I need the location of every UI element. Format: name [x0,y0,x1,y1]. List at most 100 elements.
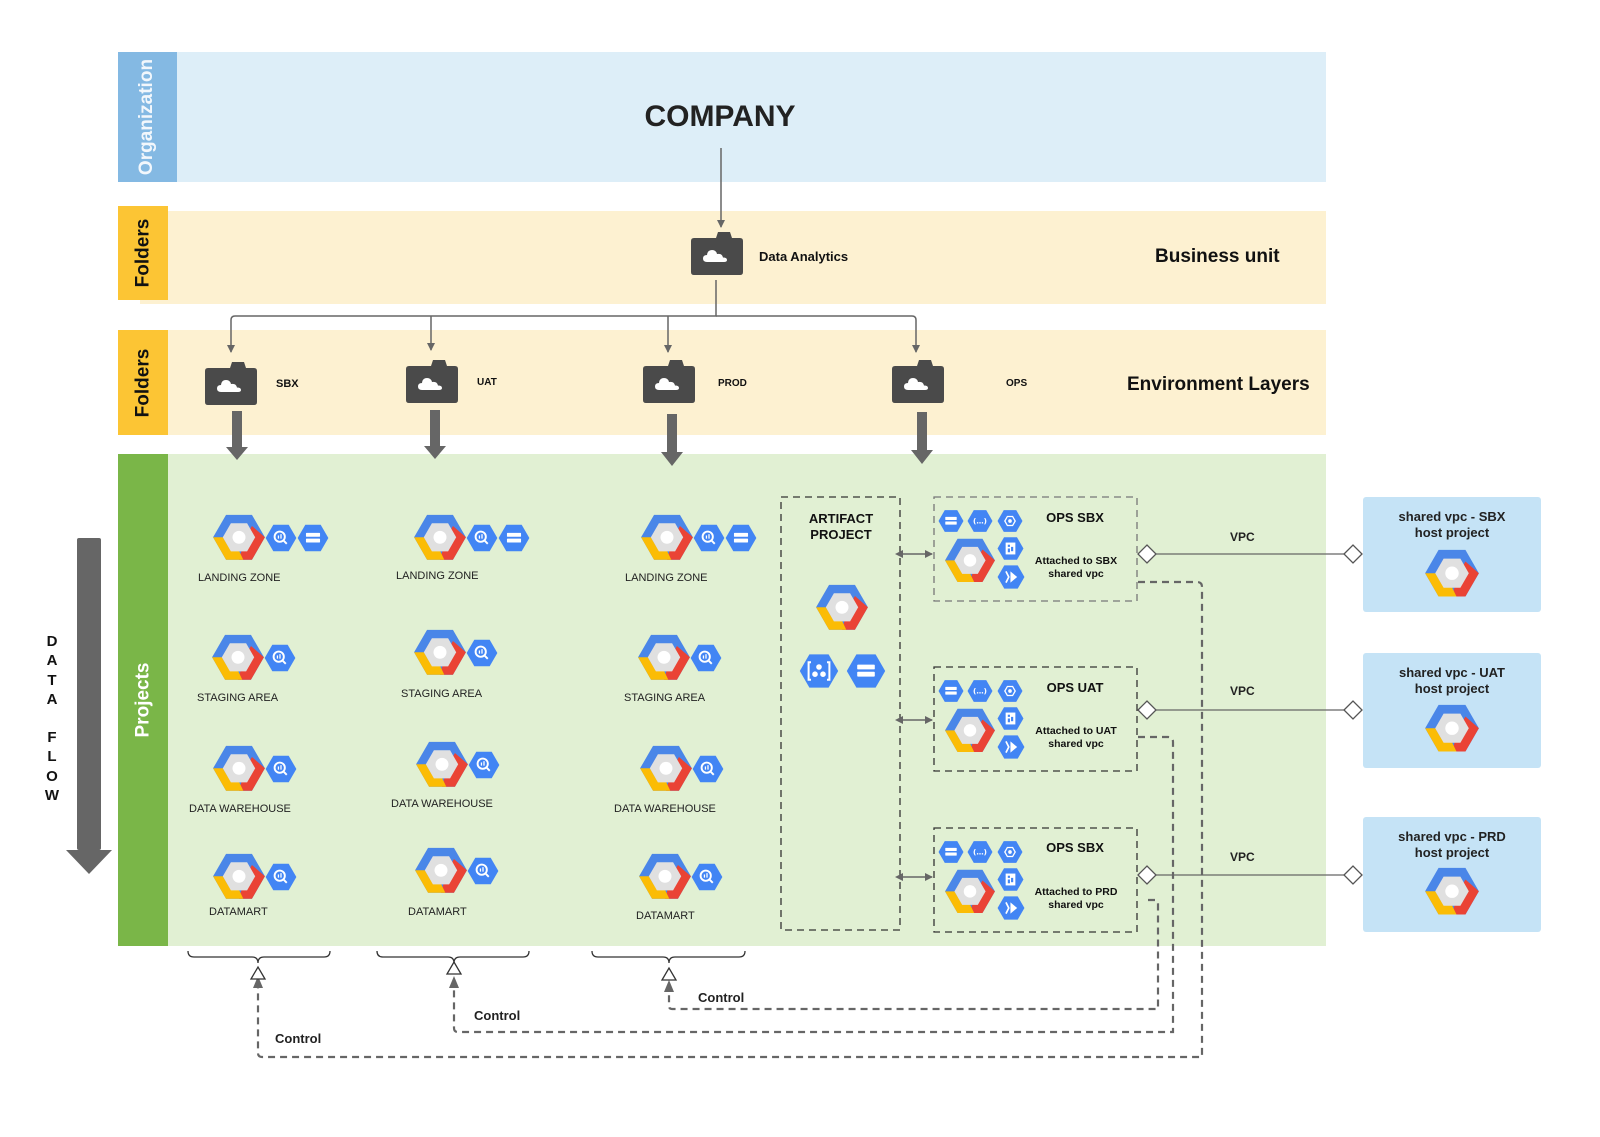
folder-cloud-icon [643,360,695,403]
storage-icon [938,841,964,863]
storage-icon [938,680,964,702]
bu-to-ops-connector [716,315,920,353]
gcp-project-icon [641,514,693,560]
control-label-uat: Control [474,1008,521,1023]
ops-box-2 [933,666,1138,772]
storage-icon [725,524,757,552]
bigquery-icon [265,863,297,891]
data-analytics-label: Data Analytics [759,249,849,264]
project-label: DATA WAREHOUSE [614,803,716,815]
gcp-project-icon [639,853,691,899]
vpc-label-2: VPC [1230,684,1255,698]
folders-layer-label-environment: Folders [118,330,168,435]
gcp-project-icon [1425,867,1479,915]
control-triangles [249,960,678,981]
storage-icon [498,524,530,552]
gcp-project-icon [816,584,868,630]
control-label-prod: Control [698,990,745,1005]
artifact-project-box [780,496,901,931]
gcp-project-icon [1425,549,1479,597]
gcp-project-icon [416,741,468,787]
environment-braces [187,950,746,964]
organization-band [176,52,1326,182]
cloud-build-icon [997,537,1024,560]
bigquery-icon [690,644,722,672]
bigquery-icon [265,755,297,783]
gcp-project-icon [945,869,995,914]
prod-folder[interactable] [642,358,696,404]
kubernetes-icon [997,841,1023,863]
kubernetes-icon [997,680,1023,702]
artifact-project-title: ARTIFACT PROJECT [808,511,874,542]
cloud-build-icon [997,868,1024,891]
gcp-project-icon [638,634,690,680]
folder-cloud-icon [892,360,944,403]
organization-name: COMPANY [644,100,796,133]
cloud-functions-icon: (…) [967,680,993,702]
sbx-folder-label: SBX [276,378,299,390]
environment-band [140,330,1326,435]
svg-text:(…): (…) [973,517,987,526]
gcp-project-icon [945,538,995,583]
project-label: DATAMART [209,906,268,918]
gcp-project-icon [945,708,995,753]
environment-layers-label: Environment Layers [1127,374,1310,395]
pubsub-icon [997,735,1025,759]
ops-project-title-1: OPS SBX [1046,510,1104,525]
project-label: DATA WAREHOUSE [391,798,493,810]
project-label: LANDING ZONE [198,572,281,584]
cloud-functions-icon: (…) [967,510,993,532]
vpc-link-2 [1137,700,1363,720]
bigquery-icon [692,755,724,783]
env-to-projects-arrows [226,410,933,466]
gcp-project-icon [212,634,264,680]
gcp-project-icon [213,745,265,791]
folder-cloud-icon [205,362,257,405]
ops-project-title-2: OPS UAT [1046,680,1104,695]
uat-folder[interactable] [405,358,459,404]
bigquery-icon [467,857,499,885]
artifact-registry-icon [799,654,839,688]
project-label: DATAMART [408,906,467,918]
cloud-functions-icon: (…) [967,841,993,863]
bigquery-icon [693,524,725,552]
bigquery-icon [466,524,498,552]
control-arrowheads [253,976,674,992]
svg-text:(…): (…) [973,687,987,696]
bu-to-env-connector [227,280,717,353]
prod-folder-label: PROD [718,378,747,389]
gcp-project-icon [1425,704,1479,752]
storage-icon [297,524,329,552]
project-label: STAGING AREA [197,692,279,704]
vpc-link-1 [1137,544,1363,564]
project-label: DATAMART [636,910,695,922]
project-label: STAGING AREA [624,692,706,704]
cloud-build-icon [997,707,1024,730]
vpc-label-1: VPC [1230,530,1255,544]
project-label: STAGING AREA [401,688,483,700]
control-line-sbx [256,580,1204,1059]
ops-project-title-3: OPS SBX [1046,840,1104,855]
ops-folder[interactable] [891,358,945,404]
storage-icon [846,654,886,688]
svg-text:(…): (…) [973,848,987,857]
sbx-folder[interactable] [204,360,258,406]
data-flow-arrow [66,538,112,874]
ops-box-1 [933,496,1138,602]
gcp-project-icon [213,853,265,899]
kubernetes-icon [997,510,1023,532]
gcp-project-icon [415,847,467,893]
folder-cloud-icon [406,360,458,403]
control-label-sbx: Control [275,1031,322,1046]
project-label: DATA WAREHOUSE [189,803,291,815]
organization-layer-label: Organization [118,52,177,182]
gcp-project-icon [414,629,466,675]
uat-folder-label: UAT [477,377,497,388]
gcp-project-icon [640,745,692,791]
